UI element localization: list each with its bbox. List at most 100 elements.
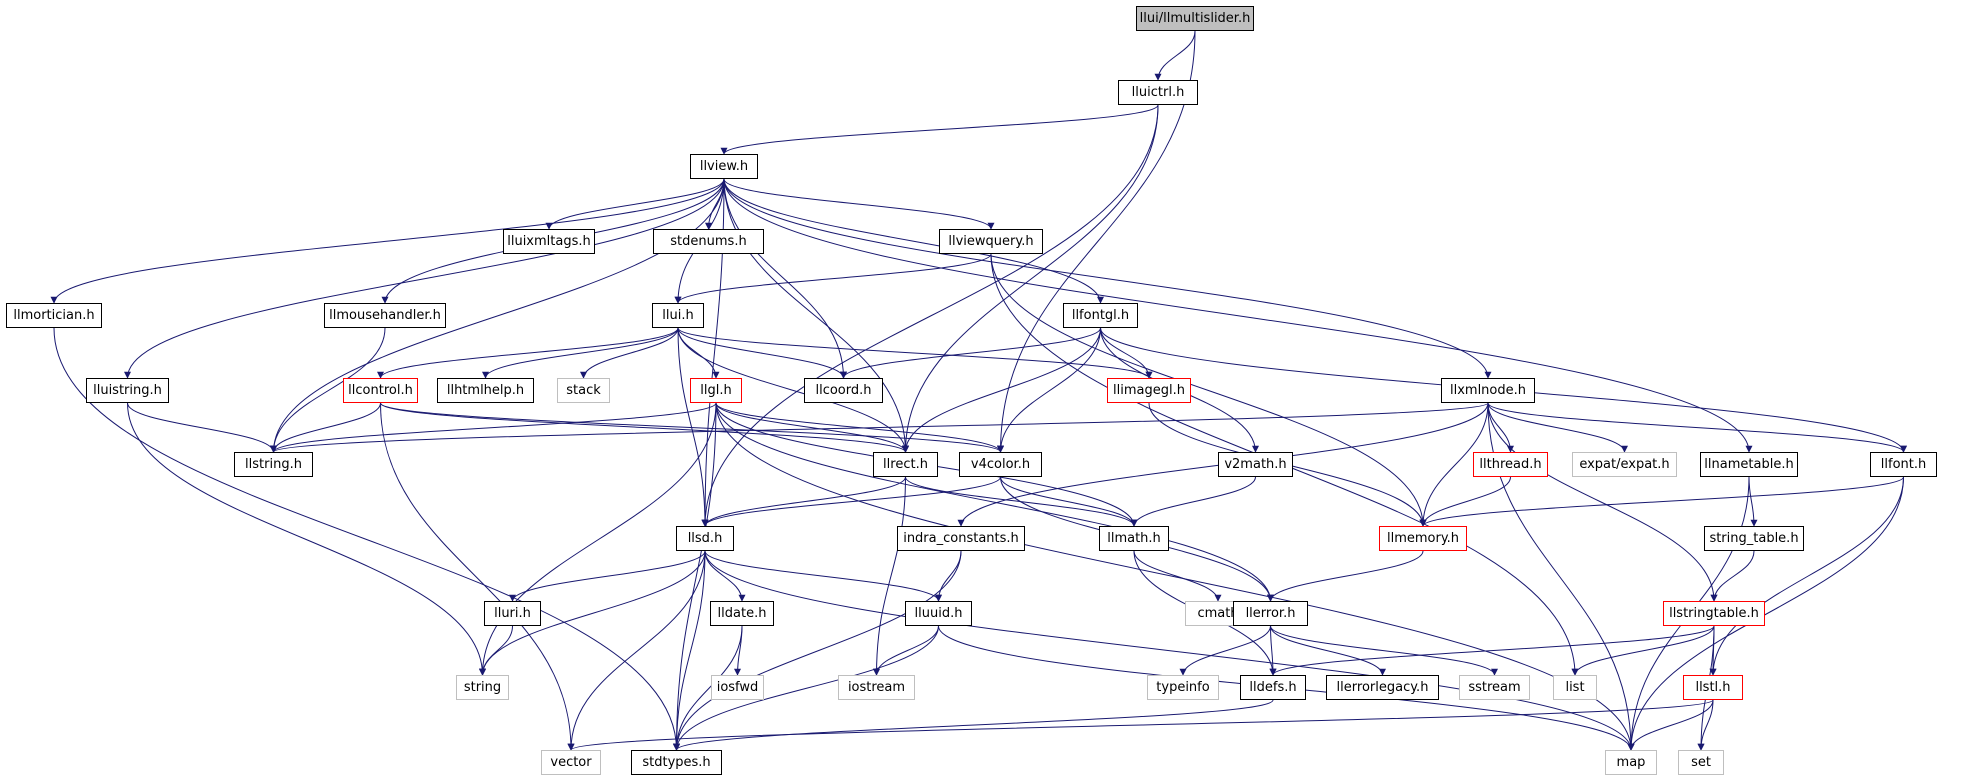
node-vector: vector <box>541 750 601 775</box>
node-llxmlnode[interactable]: llxmlnode.h <box>1441 378 1535 403</box>
node-llmemory[interactable]: llmemory.h <box>1379 526 1467 551</box>
node-llerror[interactable]: llerror.h <box>1233 601 1308 626</box>
edge-lluuid-to-iostream <box>873 625 939 676</box>
node-map: map <box>1605 750 1657 775</box>
node-llimagegl[interactable]: llimagegl.h <box>1107 378 1191 403</box>
edge-llfont-to-map <box>1627 476 1904 751</box>
edge-llgl-to-v4color <box>715 402 1004 453</box>
edge-llview-to-llviewquery <box>723 178 995 230</box>
edge-llgl-to-llrect <box>715 402 909 453</box>
edge-llui-to-llrect <box>677 327 909 453</box>
edge-v4color-to-llsd <box>701 476 1001 527</box>
edge-llui-to-stack <box>580 327 679 379</box>
node-llstring[interactable]: llstring.h <box>234 452 313 477</box>
node-lluixmltags[interactable]: lluixmltags.h <box>503 229 595 254</box>
edge-llui-to-llimagegl <box>677 327 1153 379</box>
edge-llerror-to-sstream <box>1270 625 1498 676</box>
edge-llmath-to-cmath <box>1133 550 1222 602</box>
edge-llui-to-llhtmlhelp <box>482 327 679 379</box>
edge-llerror-to-llerrorlegacy <box>1270 625 1386 676</box>
edge-llmousehandler-to-llstring <box>270 327 386 453</box>
edge-llfontgl-to-llimagegl <box>1100 327 1153 379</box>
edge-v2math-to-llmath <box>1130 476 1256 527</box>
node-llmousehandler[interactable]: llmousehandler.h <box>324 303 446 328</box>
node-indra-constants[interactable]: indra_constants.h <box>897 526 1025 551</box>
edge-lldefs-to-stdtypes <box>673 699 1274 751</box>
edge-llviewquery-to-llui <box>674 253 992 304</box>
edge-llxmlnode-to-llstring <box>270 402 1489 453</box>
edge-llsd-to-string <box>479 550 706 676</box>
node-llviewquery[interactable]: llviewquery.h <box>939 229 1043 254</box>
node-llcontrol[interactable]: llcontrol.h <box>343 378 418 403</box>
node-stack: stack <box>557 378 610 403</box>
node-llfontgl[interactable]: llfontgl.h <box>1063 303 1138 328</box>
edge-llview-to-llfontgl <box>723 178 1104 304</box>
node-llhtmlhelp[interactable]: llhtmlhelp.h <box>437 378 534 403</box>
node-llthread[interactable]: llthread.h <box>1473 452 1548 477</box>
edge-llxmlnode-to-llmemory <box>1419 402 1489 527</box>
edge-llsd-to-lluri <box>509 550 706 602</box>
node-lldefs[interactable]: lldefs.h <box>1240 675 1306 700</box>
node-llview[interactable]: llview.h <box>690 154 758 179</box>
edge-llfontgl-to-v4color <box>997 327 1101 453</box>
edge-lluistring-to-llstring <box>127 402 277 453</box>
edge-lluictrl-to-llview <box>720 104 1159 155</box>
edge-indra_constants-to-lluuid <box>935 550 962 602</box>
node-llui[interactable]: llui.h <box>652 303 704 328</box>
edge-llrect-to-iostream <box>873 476 906 676</box>
node-stdenums[interactable]: stdenums.h <box>653 229 764 254</box>
edge-llview-to-llcoord <box>723 178 847 379</box>
node-llerrorlegacy[interactable]: llerrorlegacy.h <box>1326 675 1439 700</box>
edge-llnametable-to-string_table <box>1748 476 1758 527</box>
node-lluistring[interactable]: lluistring.h <box>86 378 169 403</box>
edge-llsd-to-lldate <box>704 550 746 602</box>
node-llcoord[interactable]: llcoord.h <box>804 378 883 403</box>
node-string-table[interactable]: string_table.h <box>1704 526 1804 551</box>
edge-llrect-to-llsd <box>701 476 906 527</box>
edge-llsd-to-lluuid <box>704 550 942 602</box>
edge-llxmlnode-to-llfont <box>1487 402 1907 453</box>
node-root[interactable]: llui/llmultislider.h <box>1136 6 1254 31</box>
node-llnametable[interactable]: llnametable.h <box>1700 452 1798 477</box>
node-lluictrl[interactable]: lluictrl.h <box>1118 80 1198 105</box>
edge-llcontrol-to-llrect <box>380 402 909 453</box>
node-llfont[interactable]: llfont.h <box>1870 452 1937 477</box>
edge-llgl-to-llstring <box>270 402 717 453</box>
edge-llview-to-lluistring <box>124 178 725 379</box>
node-llsd[interactable]: llsd.h <box>676 526 734 551</box>
node-llrect[interactable]: llrect.h <box>873 452 938 477</box>
node-iostream: iostream <box>838 675 915 700</box>
edge-indra_constants-to-stdtypes <box>673 550 962 751</box>
node-lluri[interactable]: lluri.h <box>484 601 541 626</box>
edge-llxmlnode-to-expat <box>1487 402 1628 453</box>
edge-llview-to-llxmlnode <box>723 178 1492 379</box>
edge-llmemory-to-llerror <box>1267 550 1424 602</box>
node-lldate[interactable]: lldate.h <box>710 601 774 626</box>
node-v4color[interactable]: v4color.h <box>959 452 1042 477</box>
edge-llfont-to-llmemory <box>1419 476 1904 527</box>
edge-llcontrol-to-vector <box>380 402 575 751</box>
edge-llstl-to-map <box>1627 699 1714 751</box>
node-stdtypes[interactable]: stdtypes.h <box>631 750 722 775</box>
edge-llsd-to-vector <box>567 550 706 751</box>
edge-llview-to-llnametable <box>723 178 1753 453</box>
node-llmortician[interactable]: llmortician.h <box>6 303 102 328</box>
node-llmath[interactable]: llmath.h <box>1099 526 1169 551</box>
edge-v4color-to-llmath <box>1000 476 1138 527</box>
edge-lluictrl-to-llrect <box>902 104 1159 453</box>
edge-llstringtable-to-lldefs <box>1269 625 1715 676</box>
node-iosfwd: iosfwd <box>711 675 764 700</box>
node-sstream: sstream <box>1459 675 1530 700</box>
edge-lldate-to-stdtypes <box>673 625 743 751</box>
node-llstringtable[interactable]: llstringtable.h <box>1663 601 1765 626</box>
node-set: set <box>1678 750 1724 775</box>
edge-string_table-to-llstringtable <box>1710 550 1755 602</box>
node-llstl[interactable]: llstl.h <box>1683 675 1743 700</box>
node-v2math[interactable]: v2math.h <box>1218 452 1293 477</box>
edge-llfontgl-to-llcoord <box>840 327 1101 379</box>
node-expat: expat/expat.h <box>1572 452 1677 477</box>
edge-llview-to-lluixmltags <box>545 178 725 230</box>
node-lluuid[interactable]: lluuid.h <box>905 601 972 626</box>
edge-llview-to-llrect <box>723 178 909 453</box>
node-llgl[interactable]: llgl.h <box>690 378 742 403</box>
